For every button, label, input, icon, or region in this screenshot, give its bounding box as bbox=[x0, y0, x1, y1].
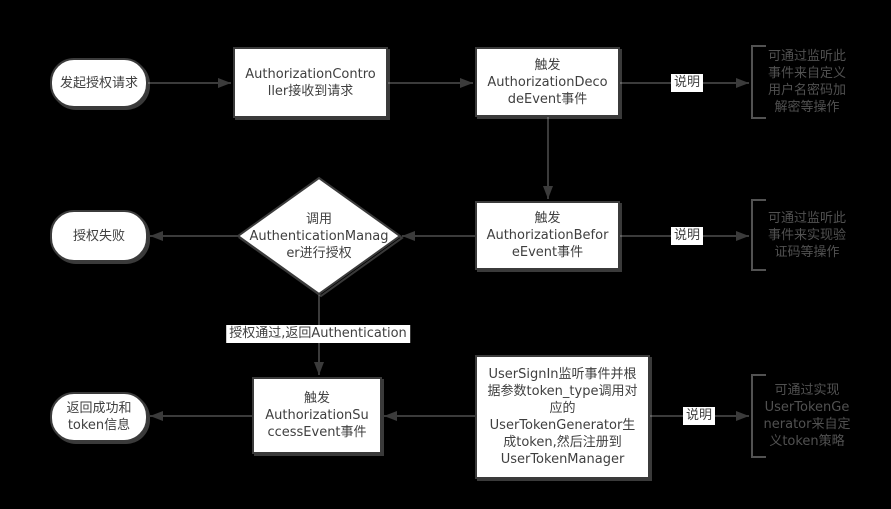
annotation-token-note: 可通过实现 UserTokenGe nerator来自定 义token策略 bbox=[763, 383, 851, 449]
edge-label-auth-pass: 授权通过,返回Authentication bbox=[226, 325, 410, 343]
bracket-token-note bbox=[751, 374, 766, 458]
bracket-before-note bbox=[751, 199, 766, 271]
node-authorization-controller: AuthorizationContro ller接收到请求 bbox=[233, 47, 388, 118]
node-success-event: 触发 AuthorizationSu ccessEvent事件 bbox=[252, 377, 382, 454]
node-return-success-token: 返回成功和 token信息 bbox=[50, 392, 148, 442]
bracket-decode-note bbox=[751, 45, 766, 119]
decision-diamond-shape bbox=[236, 176, 402, 296]
annotation-before-note: 可通过监听此 事件来实现验 证码等操作 bbox=[767, 210, 846, 260]
node-auth-fail: 授权失败 bbox=[50, 210, 148, 262]
node-authentication-manager-decision: 调用 AuthenticationManag er进行授权 bbox=[249, 211, 389, 261]
node-decode-event: 触发 AuthorizationDeco deEvent事件 bbox=[475, 47, 620, 117]
annotation-decode-note: 可通过监听此 事件来自定义 用户名密码加 解密等操作 bbox=[767, 49, 846, 115]
node-user-sign-in-listener: UserSignIn监听事件并根 据参数token_type调用对 应的 Use… bbox=[475, 355, 650, 479]
node-start-request: 发起授权请求 bbox=[50, 58, 148, 108]
node-before-event: 触发 AuthorizationBefor eEvent事件 bbox=[475, 201, 620, 270]
edge-label-explain-2: 说明 bbox=[670, 227, 704, 245]
edge-label-explain-1: 说明 bbox=[670, 74, 704, 92]
edge-label-explain-3: 说明 bbox=[682, 407, 716, 425]
